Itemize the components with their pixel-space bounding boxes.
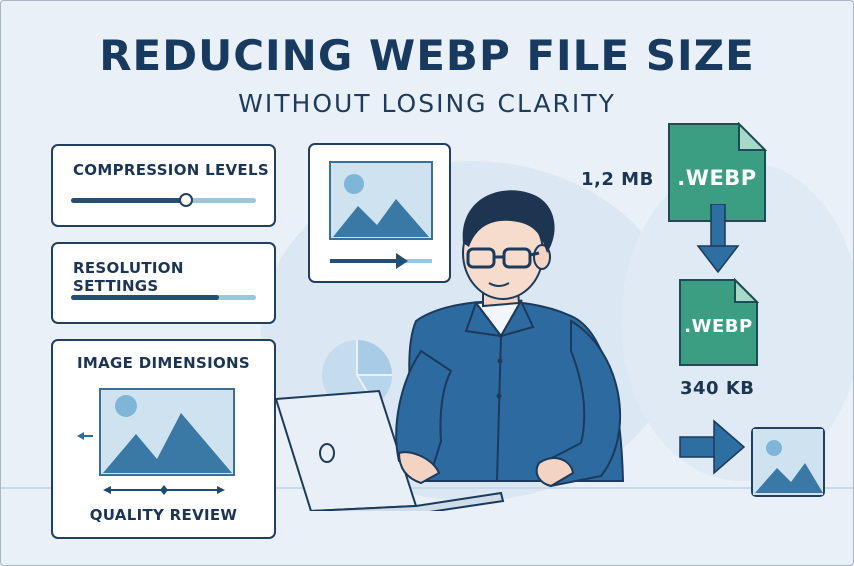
resolution-label: RESOLUTION SETTINGS bbox=[73, 259, 184, 295]
image-dimensions-graphic bbox=[77, 388, 235, 495]
image-icon bbox=[99, 388, 235, 476]
compression-label: COMPRESSION LEVELS bbox=[73, 161, 269, 179]
result-image-card bbox=[751, 427, 825, 497]
original-file-ext: .WEBP bbox=[677, 166, 757, 190]
arrow-right-icon bbox=[679, 419, 746, 475]
image-preview-graphic bbox=[329, 161, 433, 269]
compression-slider[interactable] bbox=[71, 193, 256, 207]
arrow-left-icon bbox=[77, 432, 93, 440]
compression-slider-fill bbox=[71, 198, 186, 203]
image-icon bbox=[753, 429, 823, 495]
person-illustration bbox=[274, 190, 625, 511]
image-dimensions-title: IMAGE DIMENSIONS bbox=[77, 354, 250, 372]
compression-slider-knob[interactable] bbox=[178, 193, 193, 207]
image-preview-card bbox=[308, 143, 451, 283]
resolution-card: RESOLUTION SETTINGS bbox=[51, 242, 276, 324]
compression-card: COMPRESSION LEVELS bbox=[51, 144, 276, 227]
resolution-slider-fill bbox=[71, 295, 219, 300]
original-size-label: 1,2 MB bbox=[581, 169, 654, 190]
compressed-file: .WEBP bbox=[678, 278, 759, 367]
image-icon bbox=[329, 161, 433, 240]
file-icon bbox=[668, 122, 767, 222]
arrow-down-icon bbox=[696, 204, 740, 274]
image-dimensions-card: IMAGE DIMENSIONS QUALITY REVIEW bbox=[51, 339, 276, 539]
quality-review-label: QUALITY REVIEW bbox=[89, 506, 238, 524]
laptop-icon bbox=[274, 389, 505, 511]
page-subtitle: WITHOUT LOSING CLARITY bbox=[238, 89, 616, 118]
compressed-size-label: 340 KB bbox=[680, 378, 755, 399]
page-title: REDUCING WEBP FILE SIZE bbox=[99, 31, 755, 80]
resolution-slider[interactable] bbox=[71, 295, 256, 300]
original-file: .WEBP bbox=[667, 122, 767, 223]
file-icon bbox=[679, 278, 759, 366]
progress-arrow bbox=[330, 253, 432, 269]
compressed-file-ext: .WEBP bbox=[684, 316, 753, 337]
width-range-arrow bbox=[103, 485, 225, 495]
